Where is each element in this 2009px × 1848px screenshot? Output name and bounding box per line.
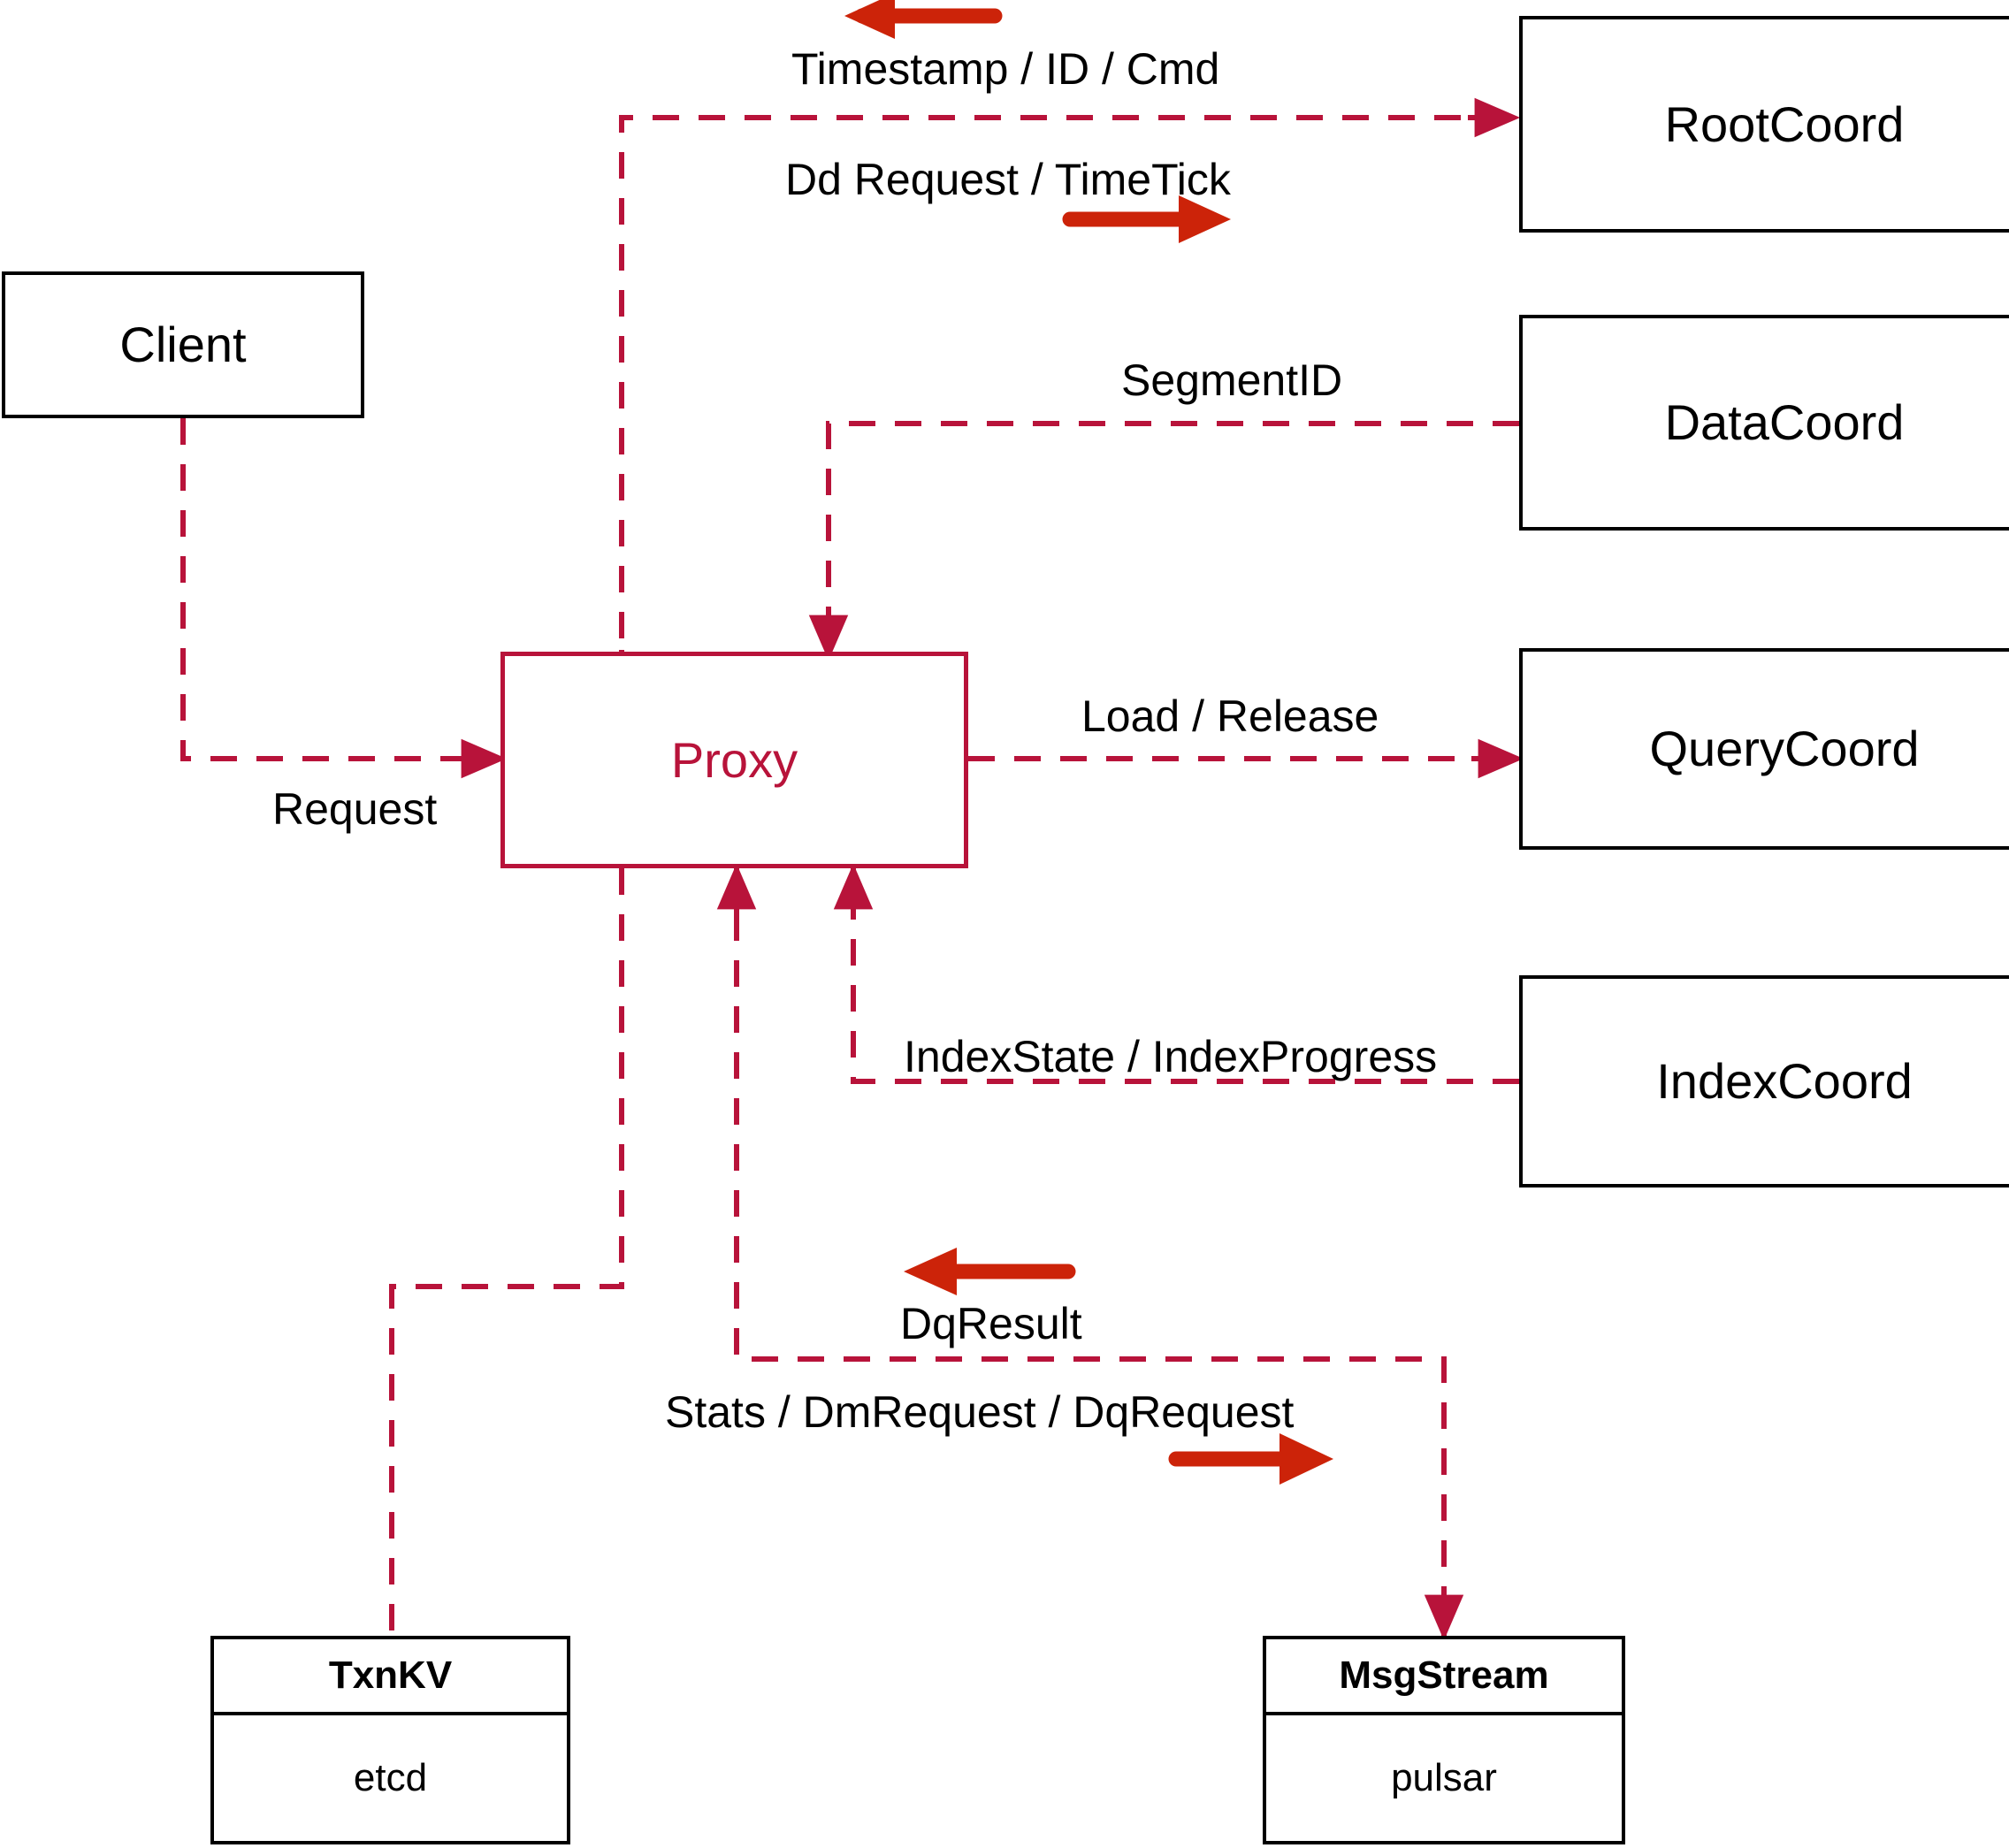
edge-label-dq-result: DqResult xyxy=(900,1299,1082,1348)
direction-arrow-dmrequest-right xyxy=(1168,1433,1333,1485)
node-msgstream-body: pulsar xyxy=(1391,1756,1497,1799)
edge-label-segment-id: SegmentID xyxy=(1121,355,1343,405)
node-proxy[interactable]: Proxy xyxy=(500,652,968,868)
direction-arrow-dqresult-left xyxy=(904,1248,1076,1295)
direction-arrow-timestamp-left xyxy=(844,0,1003,39)
node-txnkv-body: etcd xyxy=(353,1756,428,1799)
edge-label-stats-dm-dq-request: Stats / DmRequest / DqRequest xyxy=(665,1387,1295,1437)
node-indexcoord-label: IndexCoord xyxy=(1656,1053,1913,1109)
node-txnkv-header: TxnKV xyxy=(214,1639,567,1715)
node-datacoord-label: DataCoord xyxy=(1664,394,1905,450)
edge-label-load-release: Load / Release xyxy=(1081,691,1379,741)
node-querycoord-label: QueryCoord xyxy=(1649,721,1920,776)
edge-proxy-msgstream xyxy=(716,863,1464,1641)
node-proxy-label: Proxy xyxy=(670,731,798,788)
node-msgstream-header: MsgStream xyxy=(1266,1639,1622,1715)
edge-label-timestamp-id-cmd: Timestamp / ID / Cmd xyxy=(791,44,1220,94)
edge-label-index-state-progress: IndexState / IndexProgress xyxy=(904,1032,1438,1081)
node-msgstream[interactable]: MsgStream pulsar xyxy=(1263,1636,1625,1844)
node-txnkv[interactable]: TxnKV etcd xyxy=(210,1636,570,1844)
edge-proxy-to-txnkv xyxy=(389,868,624,1636)
edge-datacoord-to-proxy xyxy=(808,421,1519,661)
edge-client-to-proxy xyxy=(180,418,508,779)
edge-label-dd-request-timetick: Dd Request / TimeTick xyxy=(785,155,1231,204)
direction-arrow-ddrequest-right xyxy=(1062,195,1231,243)
node-rootcoord-label: RootCoord xyxy=(1664,95,1905,152)
node-querycoord[interactable]: QueryCoord xyxy=(1519,648,2009,850)
edge-indexcoord-to-proxy xyxy=(833,863,1519,1084)
node-datacoord[interactable]: DataCoord xyxy=(1519,315,2009,531)
node-indexcoord[interactable]: IndexCoord xyxy=(1519,975,2009,1187)
edge-label-request: Request xyxy=(272,784,438,834)
node-rootcoord[interactable]: RootCoord xyxy=(1519,16,2009,233)
node-client-label: Client xyxy=(119,317,247,372)
node-client[interactable]: Client xyxy=(2,271,364,418)
